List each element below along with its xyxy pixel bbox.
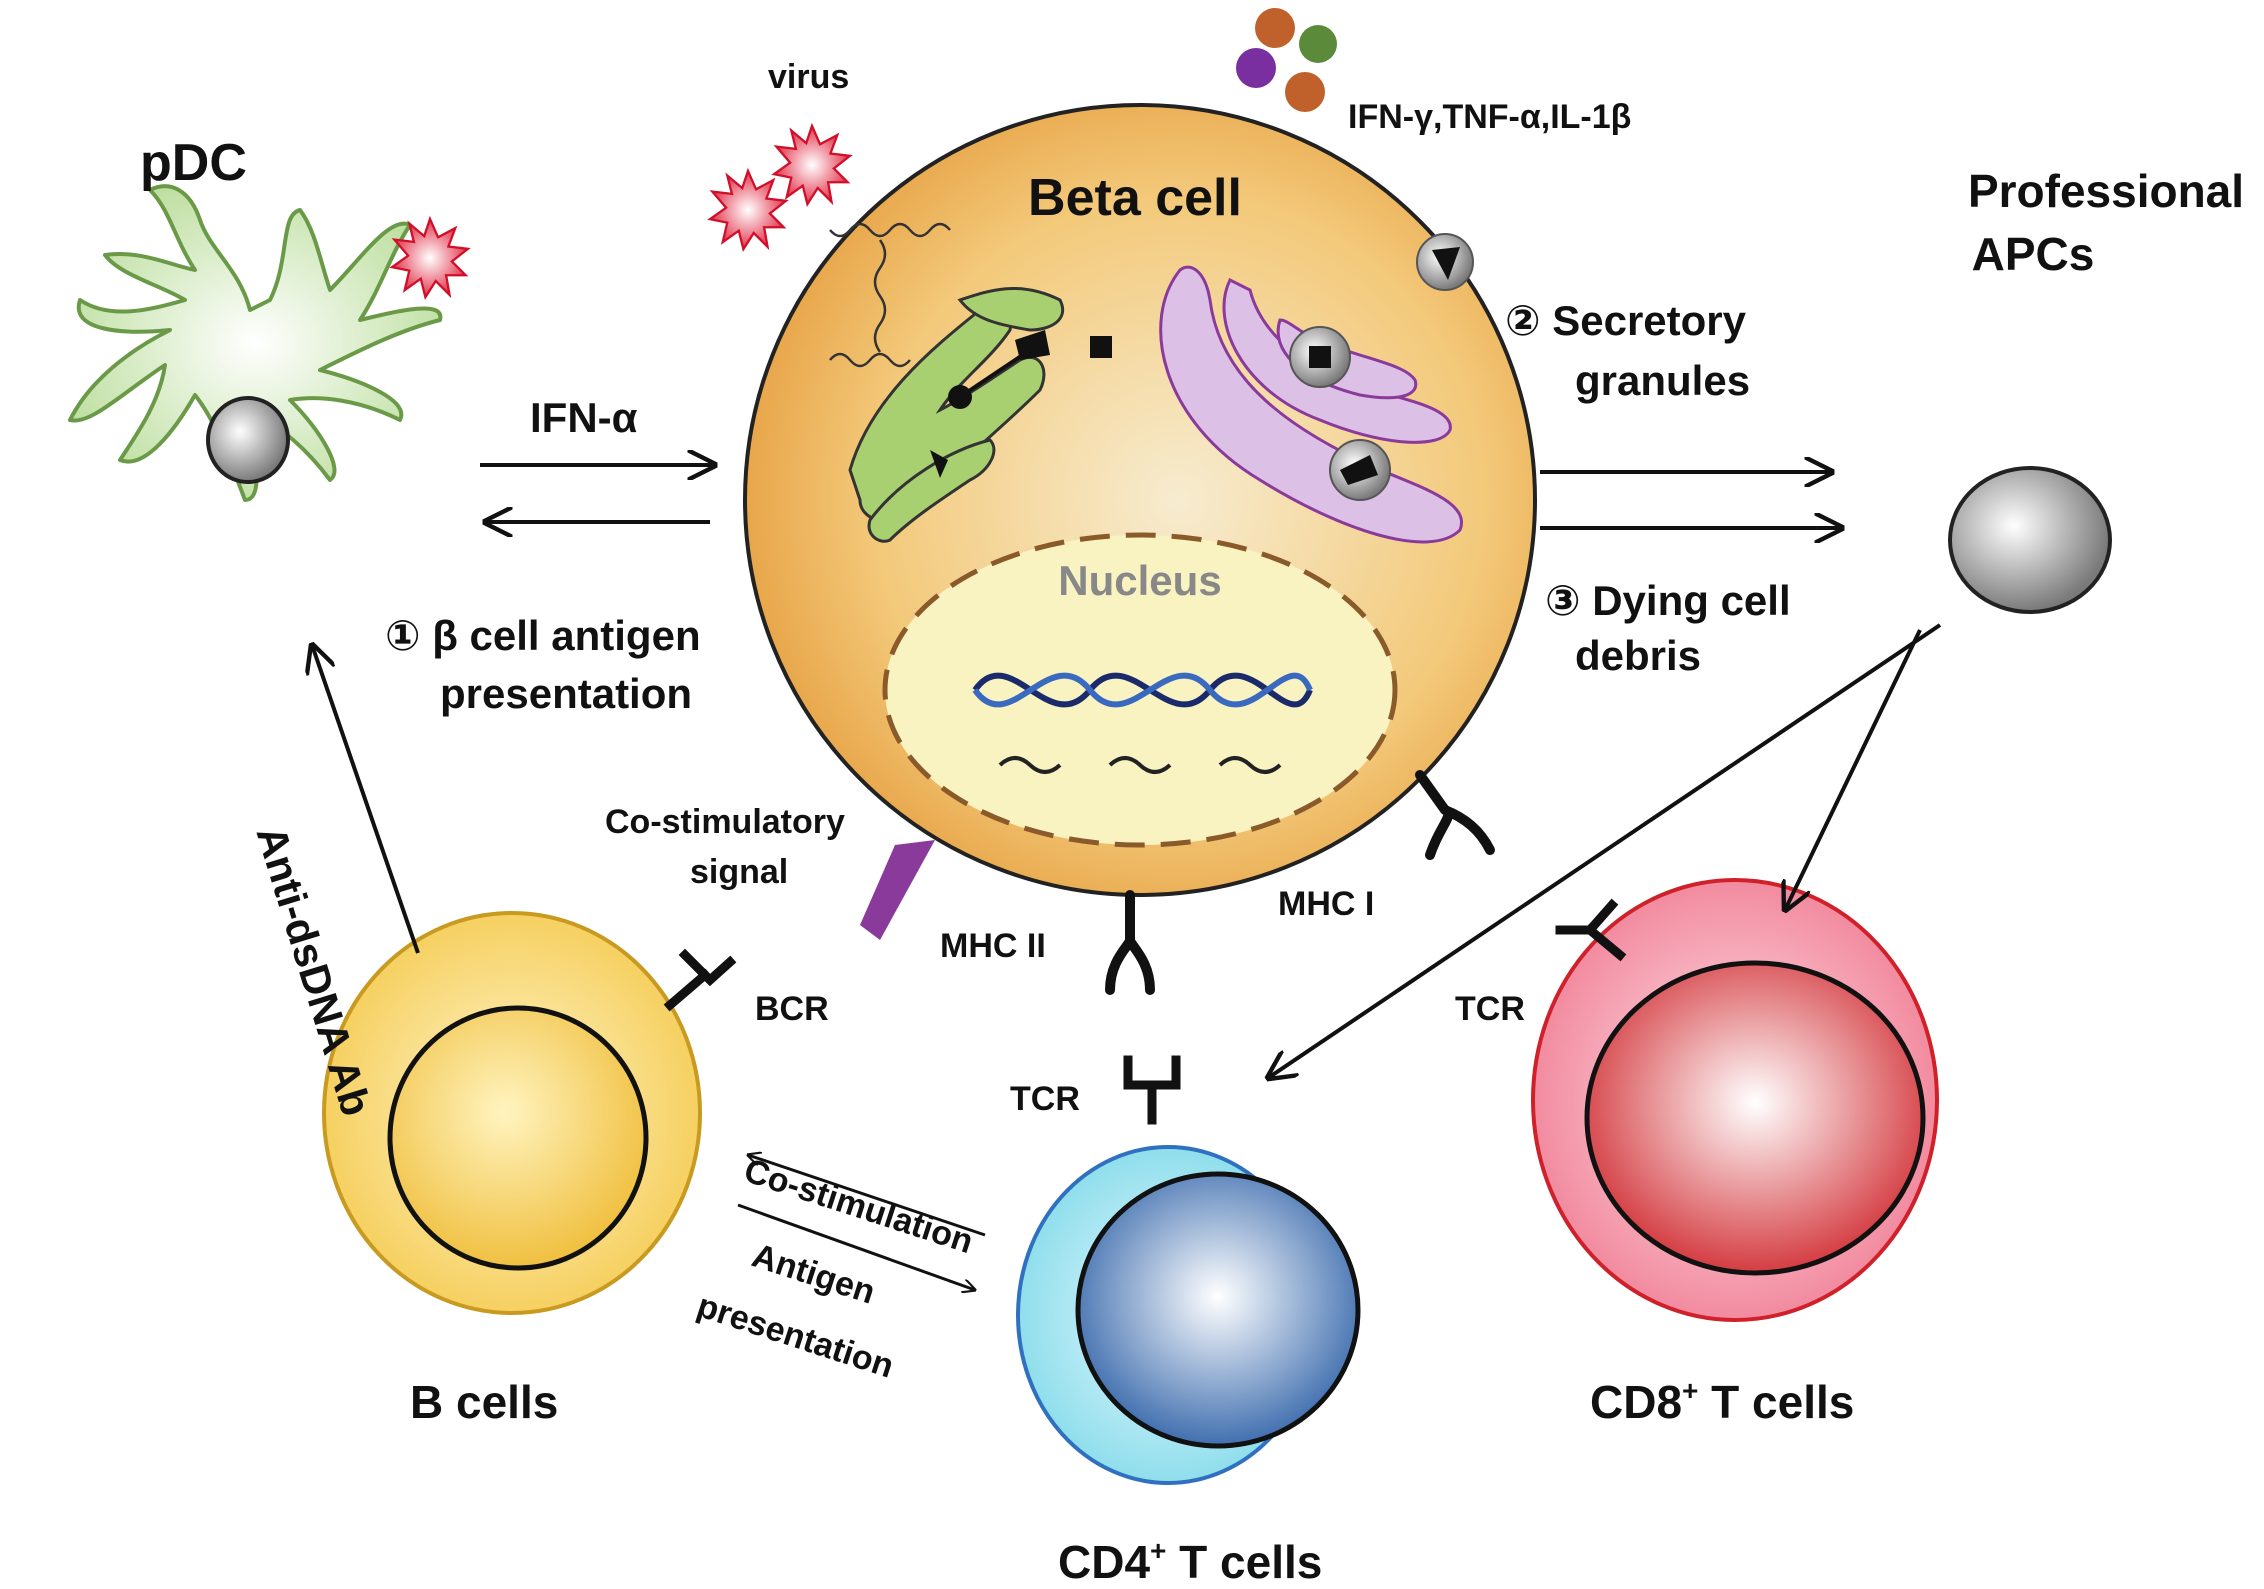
tcr-receptor-cd4 bbox=[1123, 1055, 1181, 1125]
label-cytokines: IFN-γ,TNF-α,IL-1β bbox=[1348, 98, 1631, 136]
arrows bbox=[312, 465, 1942, 1290]
label-virus: virus bbox=[768, 58, 849, 96]
virus-particle-2 bbox=[707, 167, 789, 252]
cd8-suffix: T cells bbox=[1698, 1376, 1854, 1428]
virus-particle-1 bbox=[771, 122, 853, 207]
mhc-ii-receptor bbox=[1105, 890, 1155, 995]
label-tcr-cd4: TCR bbox=[1010, 1080, 1080, 1118]
label-dying-line2: debris bbox=[1575, 632, 1701, 679]
label-nucleus: Nucleus bbox=[1058, 557, 1221, 604]
label-mhc-i: MHC I bbox=[1278, 885, 1374, 923]
label-tcr-cd8: TCR bbox=[1455, 990, 1525, 1028]
label-secretory-line1: ② Secretory bbox=[1505, 297, 1747, 344]
label-antigen-line1: ① β cell antigen bbox=[385, 612, 701, 659]
label-secretory-line2: granules bbox=[1575, 357, 1750, 404]
label-costim-signal-line2: signal bbox=[690, 853, 788, 891]
label-dying-line1: ③ Dying cell bbox=[1545, 577, 1791, 624]
cytokine-purple bbox=[1236, 48, 1276, 88]
cd8-plus: + bbox=[1682, 1375, 1698, 1406]
cd8-t-cell bbox=[1531, 878, 1939, 1322]
arrow-anti-dsdna bbox=[312, 645, 420, 954]
b-cell bbox=[322, 911, 737, 1315]
golgi-apparatus bbox=[1159, 265, 1463, 544]
label-antigen-line2: presentation bbox=[440, 670, 692, 717]
cd8-prefix: CD8 bbox=[1590, 1376, 1682, 1428]
costimulatory-molecule bbox=[860, 840, 935, 940]
label-anti-dsdna: Anti-dsDNA Ab bbox=[248, 820, 381, 1121]
cytokine-brown-2 bbox=[1285, 72, 1325, 112]
label-pdc: pDC bbox=[140, 134, 247, 192]
arrow-apc-to-cd4 bbox=[1268, 623, 1942, 1078]
cytokine-cluster bbox=[1236, 8, 1337, 112]
label-professional-line1: Professional bbox=[1968, 165, 2244, 217]
tcr-receptor-cd8 bbox=[1555, 898, 1627, 962]
cd8-nucleus bbox=[1584, 960, 1926, 1276]
professional-apc bbox=[1948, 466, 2112, 614]
label-ifn-alpha: IFN-α bbox=[530, 394, 638, 441]
cytokine-green bbox=[1299, 25, 1337, 63]
virus-particle-pdc bbox=[389, 215, 471, 300]
cytokine-brown-1 bbox=[1255, 8, 1295, 48]
secretory-granule bbox=[1416, 233, 1474, 291]
cd4-plus: + bbox=[1150, 1535, 1166, 1566]
arrow-apc-to-cd8 bbox=[1785, 629, 1922, 910]
label-beta-cell: Beta cell bbox=[1028, 169, 1242, 227]
cd4-nucleus bbox=[1075, 1171, 1361, 1449]
bcr-receptor bbox=[663, 948, 737, 1012]
cd4-suffix: T cells bbox=[1166, 1536, 1322, 1584]
pdc-nucleus bbox=[206, 396, 290, 484]
pdc-cell bbox=[68, 184, 443, 502]
label-professional-line2: APCs bbox=[1972, 228, 2095, 280]
label-b-cells: B cells bbox=[410, 1376, 558, 1428]
beta-cell bbox=[743, 103, 1537, 995]
arrow-costimulation bbox=[748, 1155, 986, 1237]
label-costim-signal-line1: Co-stimulatory bbox=[605, 803, 845, 841]
mitochondria bbox=[829, 222, 1112, 543]
label-cd8-t-cells: CD8+ T cells bbox=[1590, 1375, 1854, 1428]
apc-nucleus bbox=[1948, 466, 2112, 614]
label-bcr: BCR bbox=[755, 990, 829, 1028]
cd4-t-cell bbox=[1016, 1055, 1361, 1485]
label-mhc-ii: MHC II bbox=[940, 927, 1046, 965]
beta-cell-nucleus bbox=[882, 532, 1398, 848]
cd4-prefix: CD4 bbox=[1058, 1536, 1150, 1584]
b-cell-nucleus bbox=[387, 1005, 649, 1271]
arrow-antigen-presentation bbox=[737, 1203, 975, 1290]
label-cd4-t-cells: CD4+ T cells bbox=[1058, 1535, 1322, 1584]
mhc-i-receptor bbox=[1415, 770, 1495, 860]
